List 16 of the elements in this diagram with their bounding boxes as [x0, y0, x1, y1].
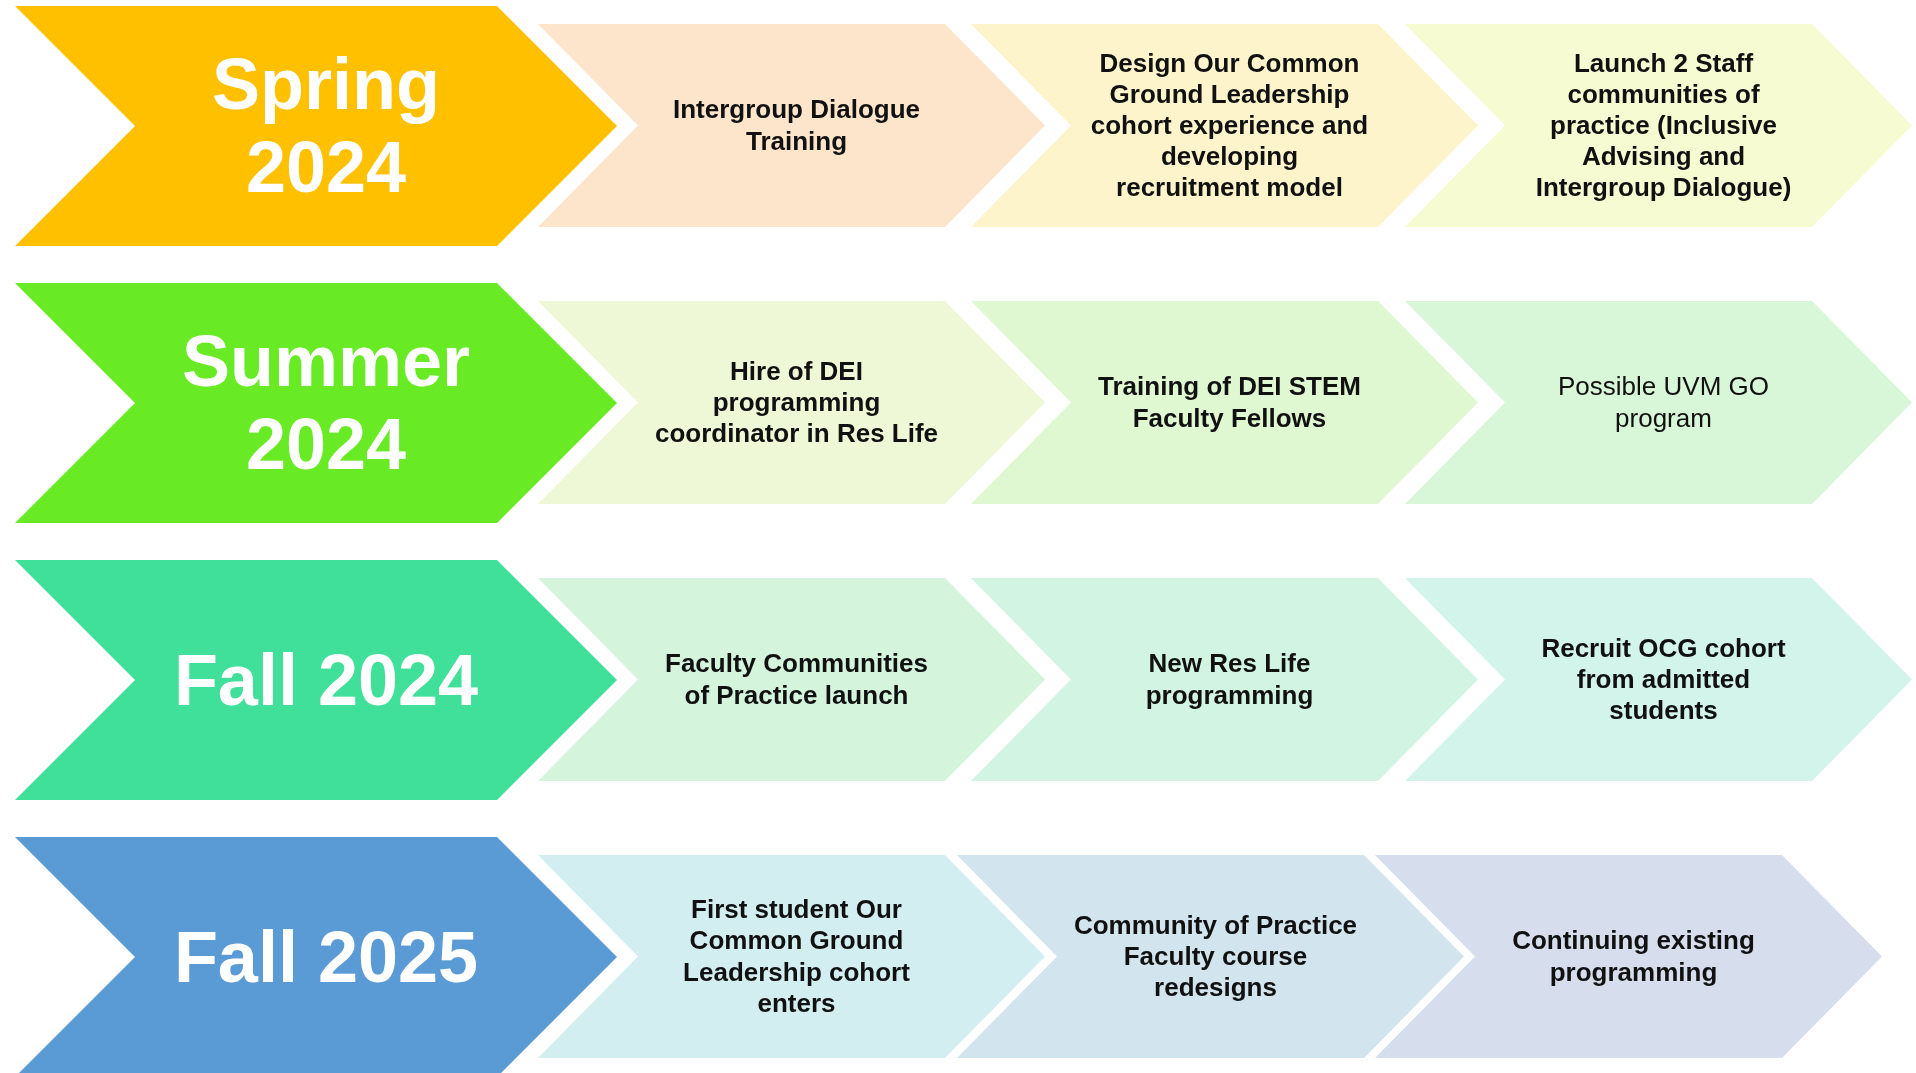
step-text: Intergroup Dialogue Training [672, 94, 921, 157]
step-text: Continuing existing programming [1511, 925, 1756, 988]
season-heading: Summer 2024 [180, 320, 472, 486]
step-text: Faculty Communities of Practice launch [664, 648, 929, 711]
season-heading: Fall 2025 [173, 915, 479, 999]
step-text: Hire of DEI programming coordinator in Res Life [653, 355, 940, 450]
step-text: Design Our Common Ground Leadership cohort experience and developing recruitment model [1089, 47, 1370, 204]
step-text: Possible UVM GO program [1557, 371, 1770, 434]
step-text: First student Our Common Ground Leadership cohort enters [682, 894, 911, 1019]
step-text: Launch 2 Staff communities of practice (Inclusive Advising and Intergroup Dialogue) [1534, 47, 1793, 204]
step-text: Community of Practice Faculty course redesigns [1072, 909, 1359, 1004]
season-heading: Fall 2024 [173, 638, 479, 722]
season-heading: Spring 2024 [211, 43, 441, 209]
step-text: New Res Life programming [1144, 648, 1315, 711]
step-text: Training of DEI STEM Faculty Fellows [1097, 371, 1362, 434]
step-text: Recruit OCG cohort from admitted students [1540, 632, 1787, 727]
